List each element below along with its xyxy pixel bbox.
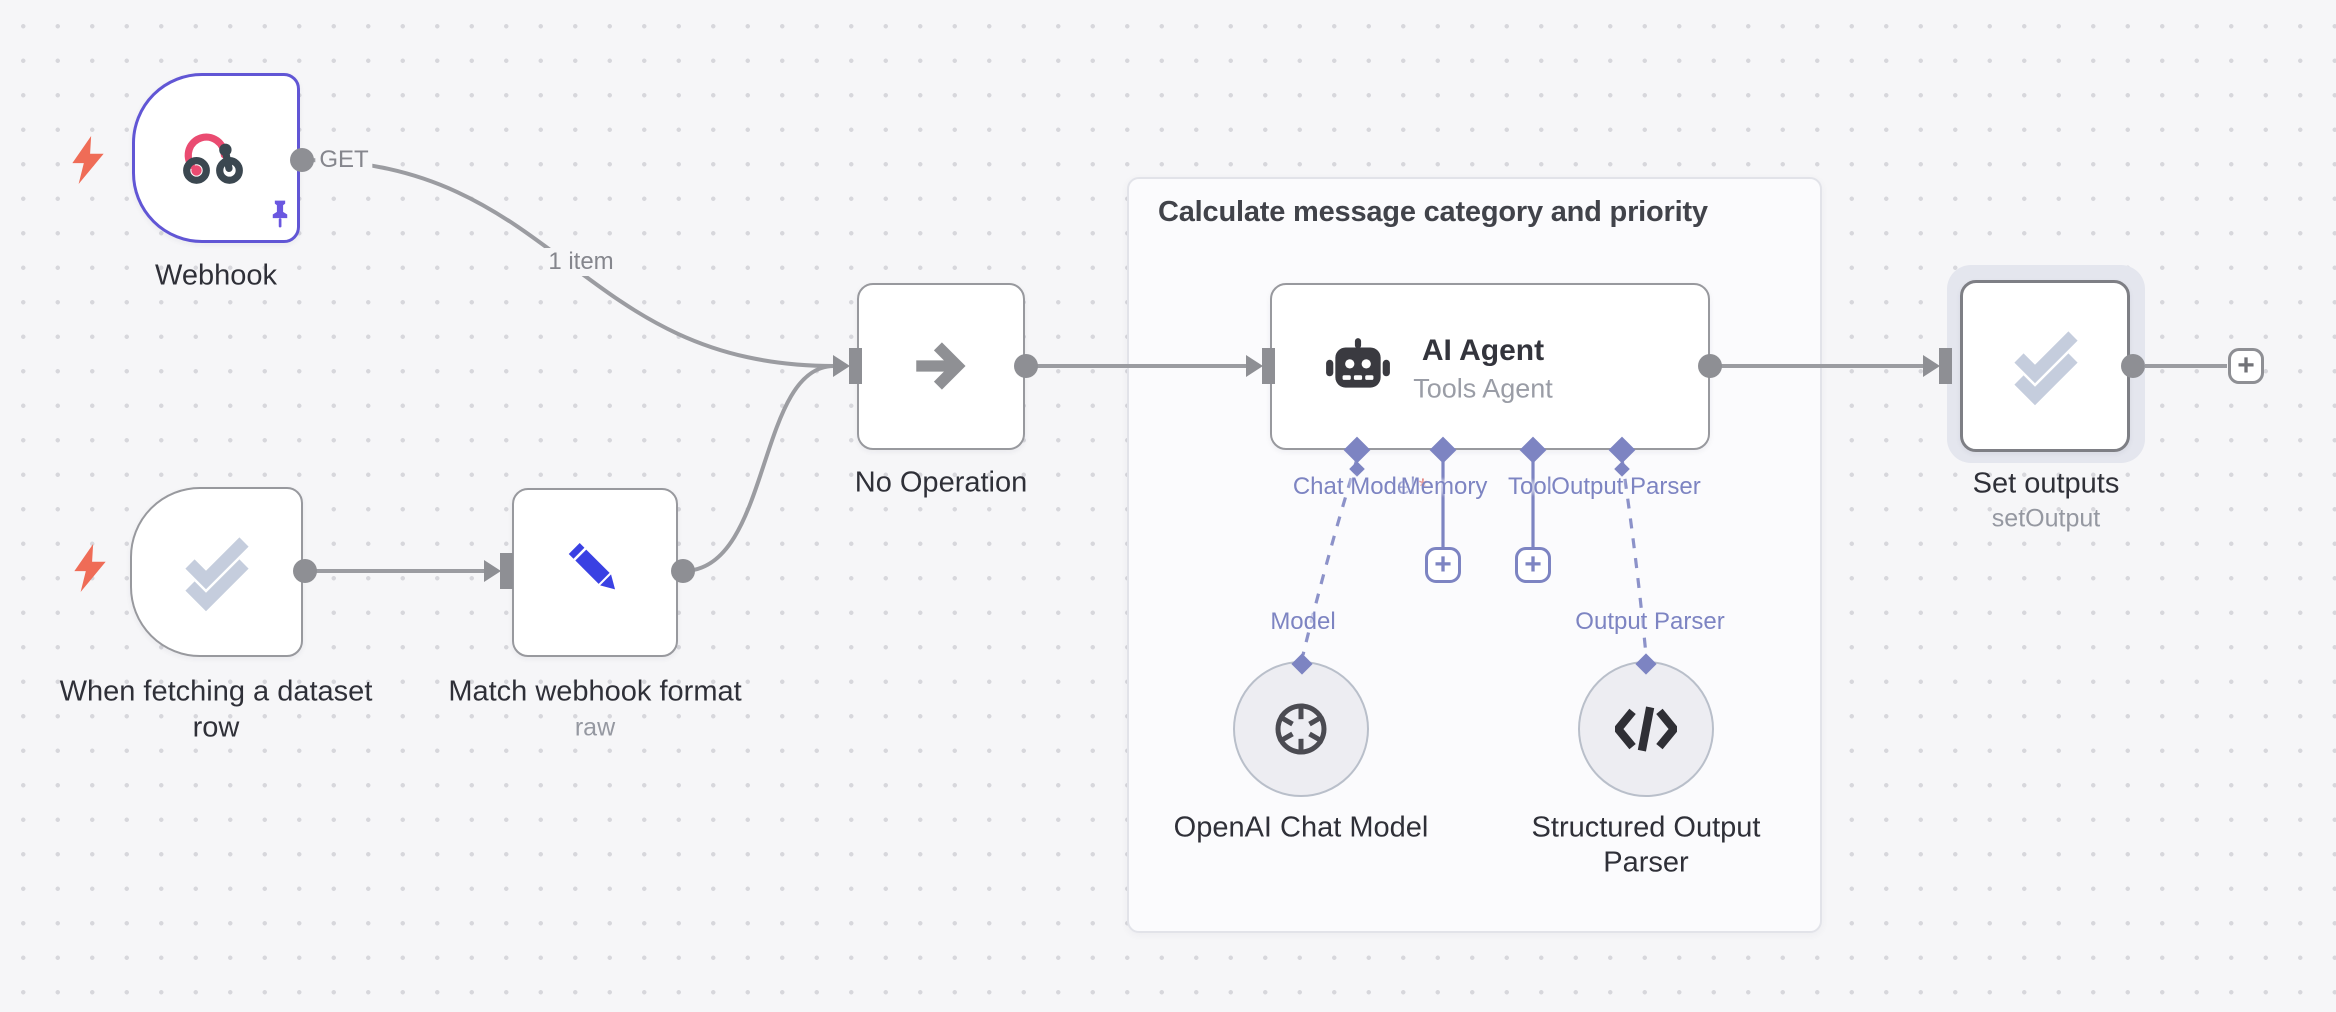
set-input-arrow (1923, 355, 1940, 377)
edge-agent-to-outputparser[interactable] (1620, 458, 1648, 656)
dataset-output-port[interactable] (293, 559, 317, 583)
robot-icon (1323, 338, 1393, 396)
edge-agent-to-model[interactable] (1301, 458, 1359, 656)
add-next-node-button[interactable]: + (2228, 348, 2264, 384)
agent-tool-port-label: Tool (1507, 473, 1553, 500)
node-openai-chat-model[interactable] (1233, 661, 1369, 797)
agent-memory-port-label: Memory (1400, 473, 1488, 500)
agent-chat-model-port-label: Chat Model* (1293, 473, 1427, 501)
arrow-right-icon (908, 333, 974, 399)
match-input-arrow (484, 560, 501, 582)
webhook-icon (180, 123, 246, 189)
output-parser-port-label: Output Parser (1575, 608, 1725, 635)
node-match-label: Match webhook format (448, 675, 742, 708)
model-port-label: Model (1270, 608, 1336, 635)
match-input-port[interactable] (500, 553, 513, 589)
pencil-icon (562, 537, 628, 603)
chat-model-label-text: Chat Model (1292, 473, 1416, 500)
webhook-output-port-label: GET (315, 146, 373, 174)
node-match-subtitle: raw (574, 713, 616, 742)
match-output-port[interactable] (671, 559, 695, 583)
node-set-subtitle: setOutput (1991, 504, 2101, 533)
node-noop-label: No Operation (854, 466, 1028, 499)
trigger-bolt-icon (70, 136, 106, 184)
agent-output-port[interactable] (1698, 354, 1722, 378)
node-parser-label-line1: Structured Output (1531, 811, 1761, 844)
add-memory-button[interactable]: + (1425, 547, 1461, 583)
node-agent-subtitle: Tools Agent (1413, 373, 1553, 404)
noop-input-port[interactable] (849, 348, 862, 384)
required-marker: * (1418, 474, 1428, 499)
agent-output-parser-port-label: Output Parser (1551, 473, 1701, 500)
set-output-port[interactable] (2121, 354, 2145, 378)
agent-input-port[interactable] (1262, 348, 1275, 384)
code-icon (1615, 704, 1677, 754)
group-title: Calculate message category and priority (1158, 196, 1708, 228)
set-input-port[interactable] (1939, 348, 1952, 384)
agent-input-arrow (1246, 355, 1263, 377)
edge-items-label: 1 item (544, 248, 618, 276)
node-parser-label-line2: Parser (1603, 846, 1689, 879)
node-dataset-label-line1: When fetching a dataset (59, 675, 373, 708)
trigger-bolt-icon (72, 544, 108, 592)
node-webhook-label: Webhook (155, 259, 277, 292)
double-check-icon (176, 528, 256, 612)
noop-output-port[interactable] (1014, 354, 1038, 378)
node-agent-title: AI Agent (1421, 334, 1545, 367)
double-check-icon (2005, 322, 2085, 406)
edge-match-to-noop[interactable] (682, 364, 835, 573)
node-dataset-label-line2: row (192, 711, 240, 744)
node-openai-label: OpenAI Chat Model (1173, 811, 1429, 844)
openai-logo-icon (1270, 698, 1332, 760)
pin-icon (267, 199, 294, 230)
node-set-label: Set outputs (1972, 467, 2120, 500)
noop-input-arrow (833, 355, 850, 377)
node-structured-output-parser[interactable] (1578, 661, 1714, 797)
add-tool-button[interactable]: + (1515, 547, 1551, 583)
webhook-output-port[interactable] (290, 148, 314, 172)
